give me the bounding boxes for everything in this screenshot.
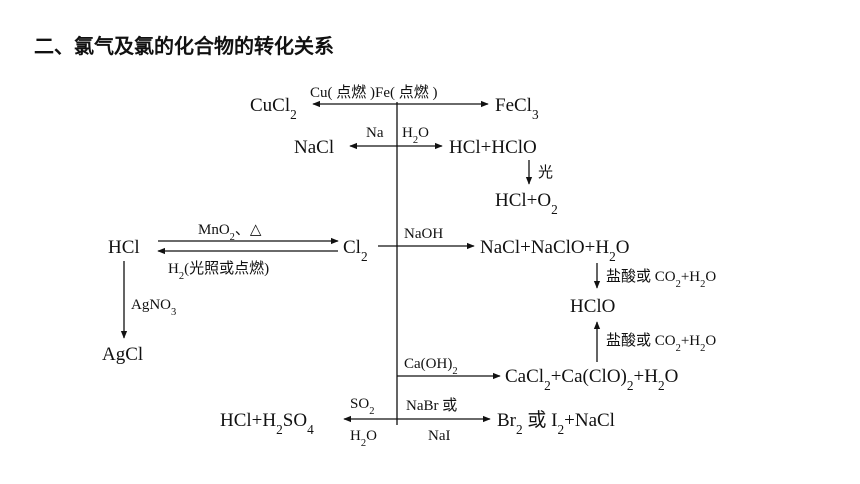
label-nabr-or: NaBr 或 <box>406 397 457 414</box>
label-h2o-bottom: H2O <box>350 428 377 449</box>
node-hclo: HClO <box>570 296 615 317</box>
node-nacl: NaCl <box>294 137 334 158</box>
label-acid-co2-up: 盐酸或 CO2+H2O <box>606 332 716 354</box>
label-na: Na <box>366 125 384 141</box>
node-hcl-o2: HCl+O2 <box>495 190 558 217</box>
label-h2o-top: H2O <box>402 125 429 146</box>
node-agcl: AgCl <box>102 344 143 365</box>
node-br2-i2-nacl: Br2 或 I2+NaCl <box>497 409 615 437</box>
label-acid-co2-down: 盐酸或 CO2+H2O <box>606 268 716 290</box>
node-cl2: Cl2 <box>343 237 368 264</box>
label-nai: NaI <box>428 428 451 444</box>
node-cucl2: CuCl2 <box>250 95 297 122</box>
label-naoh: NaOH <box>404 226 443 242</box>
label-mno2-heat: MnO2、△ <box>198 222 262 243</box>
node-hcl-h2so4: HCl+H2SO4 <box>220 410 314 437</box>
node-fecl3: FeCl3 <box>495 95 539 122</box>
node-hcl-hclo: HCl+HClO <box>449 137 537 158</box>
node-nacl-naclo-h2o: NaCl+NaClO+H2O <box>480 237 629 264</box>
node-hcl: HCl <box>108 237 140 258</box>
label-agno3: AgNO3 <box>131 297 176 318</box>
node-cacl2-caclo2-h2o: CaCl2+Ca(ClO)2+H2O <box>505 366 678 393</box>
label-caoh2: Ca(OH)2 <box>404 356 458 377</box>
label-light: 光 <box>538 164 553 181</box>
label-cu-fe-ignite: Cu( 点燃 )Fe( 点燃 ) <box>310 83 438 101</box>
page-title: 二、氯气及氯的化合物的转化关系 <box>34 34 334 58</box>
label-so2: SO2 <box>350 396 374 417</box>
label-h2-light-or-ignite: H2(光照或点燃) <box>168 259 269 282</box>
